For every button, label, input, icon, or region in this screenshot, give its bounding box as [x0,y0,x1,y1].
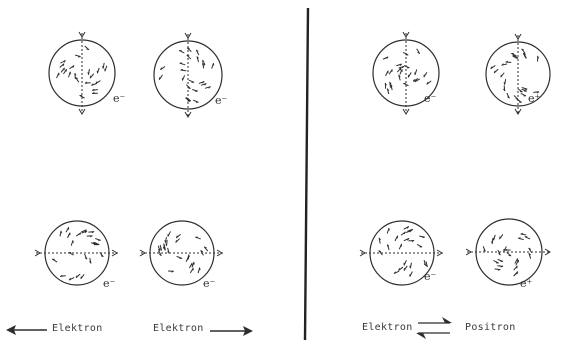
sphere-top-right-2 [485,33,551,115]
caption-exchange-positron: Positron [465,322,516,333]
particle-label-top-left-1: e⁻ [113,92,126,105]
sphere-bottom-right-2 [465,218,551,286]
exchange-arrows [416,317,452,339]
particle-label-bottom-left-2: e⁻ [203,277,216,290]
particle-label-bottom-right-1: e⁻ [424,270,437,283]
particle-label-top-right-2: e⁺ [528,92,541,105]
caption-right-elektron: Elektron [153,323,204,334]
caption-left-elektron: Elektron [52,323,103,334]
right-arrow [210,326,253,336]
sphere-top-left-2 [153,32,223,118]
center-divider [303,7,310,341]
particle-label-top-left-2: e⁻ [215,94,228,107]
sphere-bottom-right-1 [359,220,443,286]
particle-label-top-right-1: e⁻ [424,92,437,105]
caption-exchange-elektron: Elektron [362,322,413,333]
sphere-top-right-1 [372,31,440,115]
particle-label-bottom-left-1: e⁻ [103,277,116,290]
sphere-bottom-left-1 [34,220,118,286]
particle-label-bottom-right-2: e⁺ [520,277,533,290]
left-arrow [6,325,47,335]
sphere-bottom-left-2 [139,220,223,286]
sphere-top-left-1 [48,31,116,115]
